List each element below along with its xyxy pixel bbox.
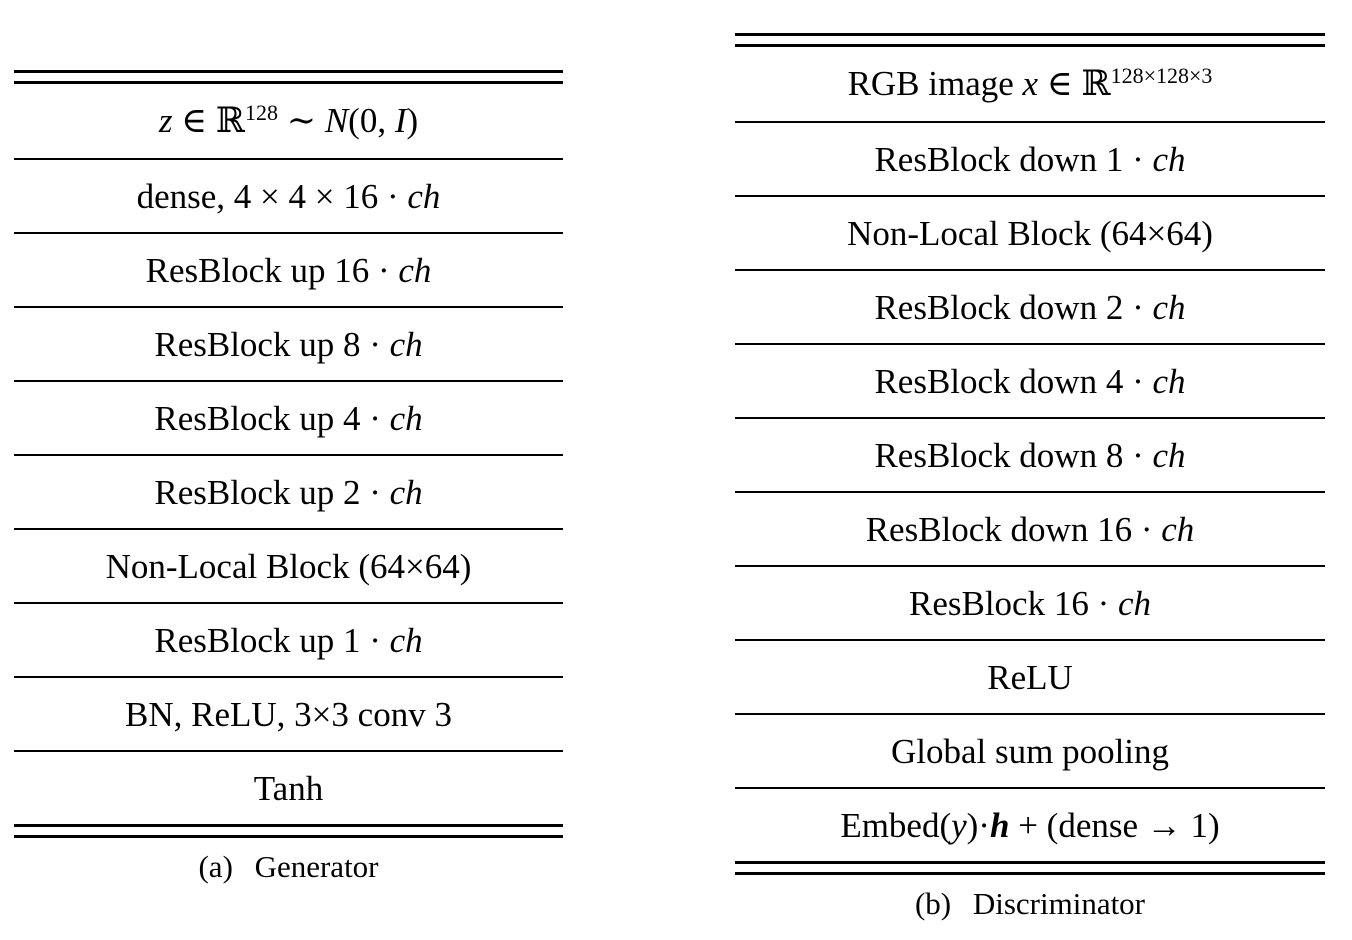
table-row: Tanh — [14, 750, 563, 824]
table-row: ResBlock up 4 · ch — [14, 380, 563, 454]
caption-label: (b) — [914, 886, 952, 921]
table-row: ResBlock down 16 · ch — [735, 491, 1325, 565]
row-text-segment: ch — [398, 251, 432, 290]
row-text-segment: Embed( — [840, 806, 952, 845]
row-text-segment: ∈ ℝ — [1038, 64, 1111, 103]
discriminator-caption: (b) Discriminator — [735, 884, 1325, 924]
row-text-segment: ResBlock down 2 · — [874, 288, 1153, 327]
table-row: ResBlock down 2 · ch — [735, 269, 1325, 343]
row-text-segment: ReLU — [987, 658, 1073, 697]
table-row: ResBlock up 1 · ch — [14, 602, 563, 676]
table-bottom-rule — [14, 824, 563, 838]
row-text-segment: 128 — [244, 99, 278, 125]
row-text-segment: I — [394, 101, 407, 140]
caption-title: Generator — [254, 849, 379, 884]
table-row: BN, ReLU, 3×3 conv 3 — [14, 676, 563, 750]
table-row: ResBlock up 2 · ch — [14, 454, 563, 528]
row-text-segment: ResBlock down 8 · — [874, 436, 1153, 475]
row-text-segment: + (dense → 1) — [1009, 806, 1220, 845]
table-top-rule — [14, 70, 563, 84]
row-text-segment: N — [324, 101, 349, 140]
table-row: ReLU — [735, 639, 1325, 713]
row-text-segment: ch — [1152, 140, 1186, 179]
row-text-segment: 128×128×3 — [1110, 62, 1213, 88]
row-text-segment: ResBlock down 4 · — [874, 362, 1153, 401]
table-row: ResBlock 16 · ch — [735, 565, 1325, 639]
table-row: Non-Local Block (64×64) — [735, 195, 1325, 269]
row-text-segment: ResBlock up 16 · — [145, 251, 399, 290]
row-text-segment: BN, ReLU, 3×3 conv 3 — [125, 695, 452, 734]
row-text-segment: x — [1022, 64, 1039, 103]
table-row: z ∈ ℝ128 ∼ N(0, I) — [14, 84, 563, 158]
row-text-segment: ch — [1152, 288, 1186, 327]
row-text-segment: Tanh — [253, 769, 324, 808]
row-text-segment: Global sum pooling — [890, 732, 1170, 771]
row-text-segment: ResBlock up 1 · — [154, 621, 390, 660]
table-row: ResBlock up 16 · ch — [14, 232, 563, 306]
table-rows: z ∈ ℝ128 ∼ N(0, I)dense, 4 × 4 × 16 · ch… — [14, 84, 563, 824]
table-row: ResBlock down 8 · ch — [735, 417, 1325, 491]
row-text-segment: RGB image — [847, 64, 1023, 103]
table-row: ResBlock down 1 · ch — [735, 121, 1325, 195]
generator-table: z ∈ ℝ128 ∼ N(0, I)dense, 4 × 4 × 16 · ch… — [14, 70, 563, 887]
table-row: Embed(y)·h + (dense → 1) — [735, 787, 1325, 861]
row-text-segment: ch — [1152, 436, 1186, 475]
row-text-segment: ResBlock up 4 · — [154, 399, 390, 438]
row-text-segment: Non-Local Block (64×64) — [105, 547, 472, 586]
table-row: Non-Local Block (64×64) — [14, 528, 563, 602]
row-text-segment: ch — [1161, 510, 1195, 549]
row-text-segment: ∼ — [277, 101, 325, 140]
table-row: dense, 4 × 4 × 16 · ch — [14, 158, 563, 232]
caption-title: Discriminator — [972, 886, 1146, 921]
row-text-segment: ResBlock down 16 · — [865, 510, 1162, 549]
row-text-segment: ResBlock up 2 · — [154, 473, 390, 512]
row-text-segment: y — [951, 806, 967, 845]
table-row: RGB image x ∈ ℝ128×128×3 — [735, 47, 1325, 121]
row-text-segment: ∈ ℝ — [172, 101, 245, 140]
row-text-segment: ResBlock down 1 · — [874, 140, 1153, 179]
row-text-segment: ResBlock up 8 · — [154, 325, 390, 364]
row-text-segment: dense, 4 × 4 × 16 · — [136, 177, 408, 216]
generator-caption: (a) Generator — [14, 847, 563, 887]
row-text-segment: ch — [389, 325, 423, 364]
row-text-segment: ch — [407, 177, 441, 216]
row-text-segment: ch — [389, 621, 423, 660]
table-top-rule — [735, 33, 1325, 47]
table-row: Global sum pooling — [735, 713, 1325, 787]
table-bottom-rule — [735, 861, 1325, 875]
caption-label: (a) — [198, 849, 233, 884]
row-text-segment: ch — [1117, 584, 1152, 623]
row-text-segment: Non-Local Block (64×64) — [847, 214, 1213, 253]
row-text-segment: ResBlock 16 · — [908, 584, 1118, 623]
row-text-segment: ch — [1152, 362, 1186, 401]
table-row: ResBlock up 8 · ch — [14, 306, 563, 380]
table-row: ResBlock down 4 · ch — [735, 343, 1325, 417]
row-text-segment: ) — [406, 101, 419, 140]
row-text-segment: (0, — [348, 101, 395, 140]
row-text-segment: z — [158, 101, 173, 140]
row-text-segment: )· — [966, 806, 990, 845]
row-text-segment: h — [989, 806, 1010, 845]
row-text-segment: ch — [389, 399, 423, 438]
row-text-segment: ch — [389, 473, 423, 512]
